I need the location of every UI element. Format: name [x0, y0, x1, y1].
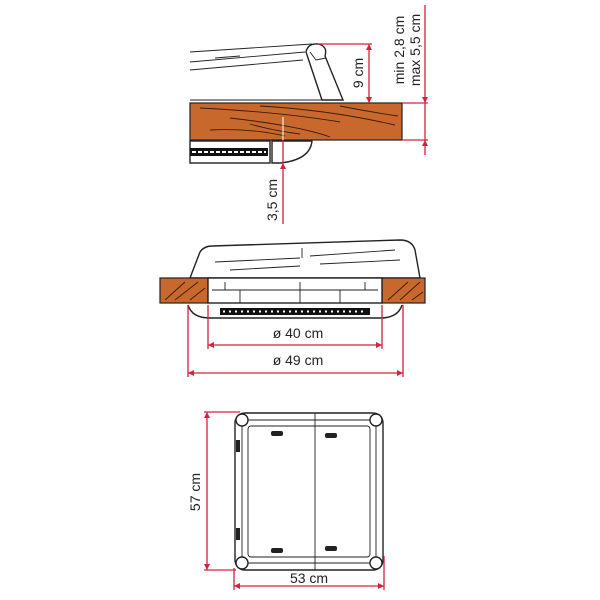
- side-section-view: 9 cm min 2,8 cm max 5,5 cm 3,5 cm: [189, 5, 428, 224]
- cutout-diameter-label: ø 40 cm: [273, 325, 324, 341]
- dimension-outer-diameter: ø 49 cm: [187, 305, 404, 377]
- top-view: 57 cm 53 cm: [187, 411, 385, 590]
- dimension-width: 53 cm: [233, 556, 385, 590]
- handles: [271, 431, 337, 553]
- front-section-view: ø 40 cm ø 49 cm: [159, 239, 426, 377]
- roof-max-label: max 5,5 cm: [407, 14, 423, 86]
- outer-diameter-label: ø 49 cm: [273, 352, 324, 368]
- wood-panel-left: [159, 277, 209, 304]
- roof-wood-panel: [189, 102, 403, 141]
- lid-height-label: 9 cm: [350, 58, 366, 88]
- width-label: 53 cm: [290, 570, 328, 586]
- length-label: 57 cm: [187, 473, 203, 511]
- interior-frame-side: [189, 140, 313, 164]
- dimension-lid-height: 9 cm: [318, 43, 372, 103]
- interior-depth-label: 3,5 cm: [264, 179, 280, 221]
- lid-side-profile: [189, 43, 345, 101]
- roof-min-label: min 2,8 cm: [391, 16, 407, 84]
- dimension-length: 57 cm: [187, 411, 240, 571]
- dimension-cutout-diameter: ø 40 cm: [207, 305, 383, 349]
- dimension-interior-depth: 3,5 cm: [264, 117, 286, 224]
- dimension-roof-thickness: min 2,8 cm max 5,5 cm: [391, 5, 428, 155]
